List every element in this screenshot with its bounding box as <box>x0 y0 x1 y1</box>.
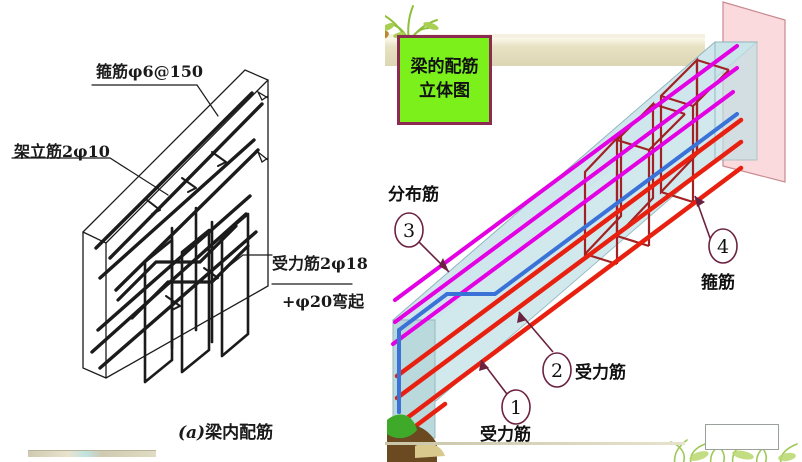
stirrup-hooks <box>146 151 227 311</box>
baseline-rule <box>385 442 685 445</box>
decorative-strip <box>28 450 156 457</box>
label-stirrup: 箍筋φ6@150 <box>96 62 204 81</box>
stirrups <box>143 206 250 384</box>
rebar-red-group <box>394 117 744 437</box>
title-badge: 梁的配筋 立体图 <box>397 35 492 125</box>
white-placeholder-box <box>705 424 779 450</box>
background-band-highlight <box>385 34 705 39</box>
callout-circles <box>394 212 738 425</box>
left-figure-panel: 箍筋φ6@150 架立筋2φ10 受力筋2φ18 +φ20弯起 (a)梁内配筋 <box>0 0 385 462</box>
callout-label-4: 箍筋 <box>701 273 735 293</box>
callout-number-4: 4 <box>717 236 729 258</box>
figure-caption: (a)梁内配筋 <box>178 418 273 443</box>
right-figure-panel: 3 4 2 1 <box>385 0 802 462</box>
callout-label-1: 受力筋 <box>480 425 531 445</box>
label-main-bar-line1: 受力筋2φ18 <box>272 254 368 273</box>
callout-label-2: 受力筋 <box>575 363 626 383</box>
callout-circle-4 <box>708 228 738 264</box>
callout-circle-1 <box>501 389 531 425</box>
figure-caption-text: 梁内配筋 <box>205 423 274 443</box>
title-line-2: 立体图 <box>419 81 470 101</box>
callout-circle-2 <box>542 352 572 388</box>
callout-number-3: 3 <box>403 220 415 242</box>
callout-numbers: 3 4 2 1 <box>403 220 729 419</box>
figure-caption-prefix: (a) <box>178 423 206 443</box>
label-erection-bar: 架立筋2φ10 <box>14 142 110 161</box>
title-line-1: 梁的配筋 <box>410 57 479 78</box>
callout-number-1: 1 <box>510 397 522 419</box>
rebar-magenta-group <box>391 44 739 346</box>
beam-line-drawing-svg <box>11 69 353 384</box>
label-main-bar-line2: +φ20弯起 <box>282 292 365 311</box>
longitudinal-bars <box>90 91 264 370</box>
callout-circle-3 <box>394 212 424 248</box>
callout-number-2: 2 <box>551 360 563 382</box>
leader-lines <box>11 84 273 276</box>
callout-label-3: 分布筋 <box>388 185 439 205</box>
bent-up-bars <box>116 224 250 320</box>
concrete-outline <box>82 69 269 379</box>
callout-arrowheads <box>439 196 705 371</box>
rebar-blue-bentup <box>397 112 739 414</box>
